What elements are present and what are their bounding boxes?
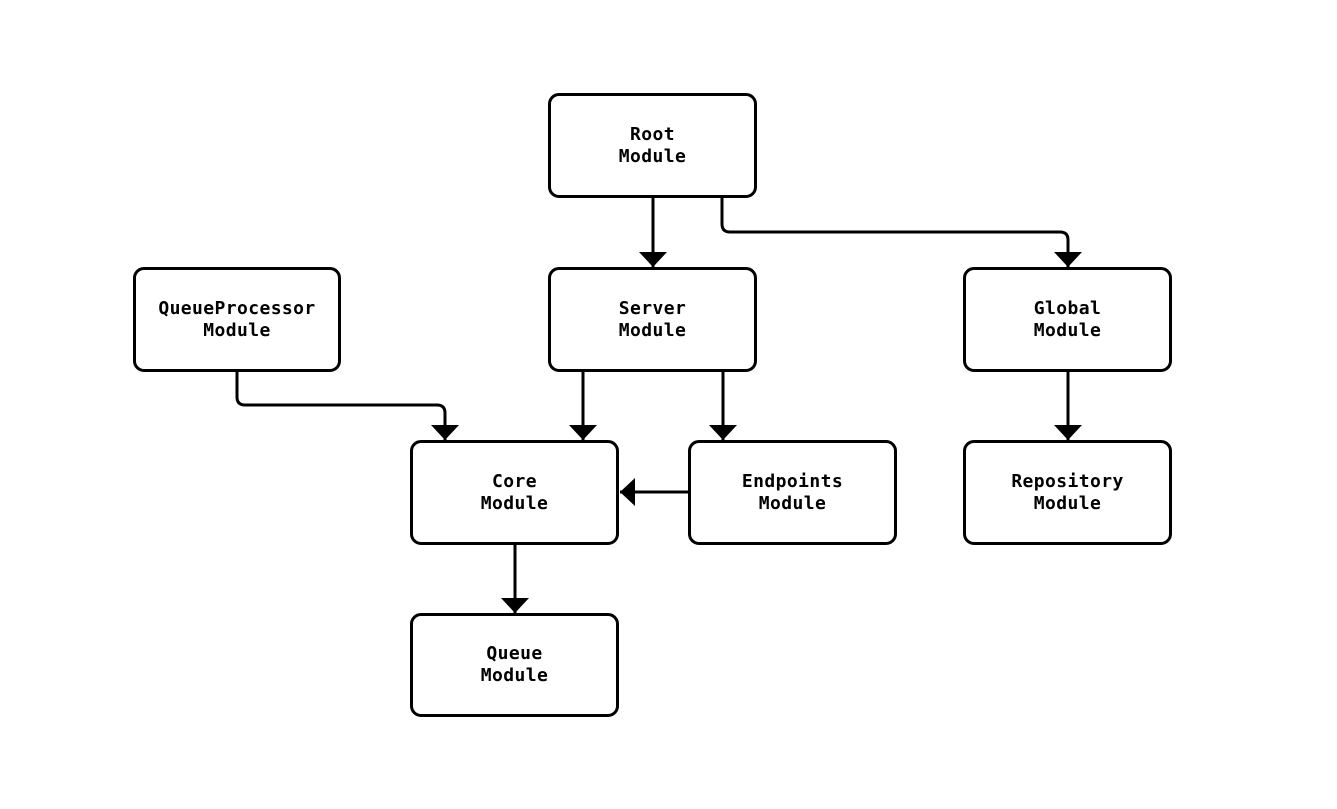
- node-label-line2: Module: [618, 145, 687, 167]
- arrowhead-endpoints-to-core: [620, 478, 635, 506]
- node-label-line1: Endpoints: [741, 470, 844, 492]
- node-label-line1: Server: [618, 297, 687, 319]
- node-label-line1: Queue: [486, 643, 543, 664]
- node-label-line1: Core: [492, 470, 537, 492]
- node-label-line2: Module: [480, 665, 549, 686]
- node-label-line1: Global: [1033, 297, 1102, 319]
- node-label-line2: Module: [618, 319, 687, 341]
- arrowhead-root-to-server: [639, 252, 667, 267]
- arrowhead-global-to-repository: [1054, 425, 1082, 440]
- edge-root-to-global: [720, 198, 1070, 267]
- arrowhead-queueprocessor-to-core: [431, 425, 459, 440]
- node-label-line1: Root: [630, 123, 675, 145]
- edge-queueprocessor-to-core: [235, 372, 447, 440]
- arrowhead-server-to-endpoints: [709, 425, 737, 440]
- arrowhead-root-to-global: [1054, 252, 1082, 267]
- arrowhead-core-to-queue: [501, 598, 529, 613]
- node-label-line2: Module: [203, 319, 271, 341]
- node-label-line2: Module: [1033, 492, 1102, 514]
- node-label-line2: Module: [758, 492, 827, 514]
- arrowhead-server-to-core: [569, 425, 597, 440]
- node-label-line1: QueueProcessor: [158, 297, 316, 319]
- node-label-line1: Repository: [1011, 470, 1124, 492]
- node-label-line2: Module: [480, 492, 549, 514]
- node-label-line2: Module: [1033, 319, 1102, 341]
